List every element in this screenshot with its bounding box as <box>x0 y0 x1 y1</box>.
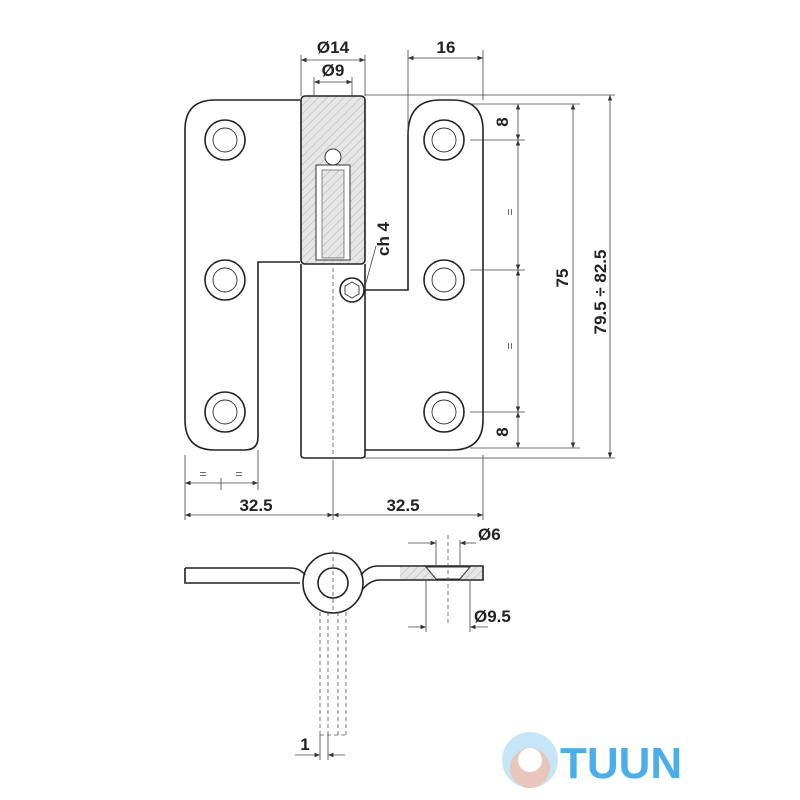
right-leaf <box>365 99 484 451</box>
pin-inner-diameter-label: Ø9 <box>322 61 345 80</box>
brand-logo: TUUN <box>502 732 682 788</box>
hole-spacing-bottom-label: 8 <box>493 427 512 436</box>
equal-mark-left-b: = <box>235 467 242 481</box>
top-view: Ø6 Ø9.5 1 <box>184 525 511 760</box>
leaf-offset-dim <box>407 50 484 135</box>
equal-mark-left-a: = <box>199 467 206 481</box>
hex-socket-icon <box>339 277 365 303</box>
left-leaf <box>184 99 300 451</box>
horizontal-dims <box>184 450 484 520</box>
pin-outer-diameter-label: Ø14 <box>317 38 350 57</box>
key-size-leader <box>363 245 377 291</box>
pin-barrel-section <box>300 95 366 265</box>
pin-diameter-dims <box>300 55 366 96</box>
hole-pitch-label: 75 <box>553 269 572 288</box>
leaf-offset-label: 16 <box>437 38 456 57</box>
pin-projection <box>319 612 347 736</box>
overall-height-label: 79.5 ÷ 82.5 <box>591 250 610 335</box>
right-width-label: 32.5 <box>386 496 419 515</box>
countersink-small-label: Ø6 <box>478 525 501 544</box>
right-leaf-profile <box>360 565 484 591</box>
countersink-large-label: Ø9.5 <box>474 607 511 626</box>
vertical-dims <box>365 94 615 459</box>
equal-mark-lower: = <box>503 342 517 349</box>
left-width-label: 32.5 <box>239 496 272 515</box>
front-view: Ø14 Ø9 16 ch 4 8 = = <box>184 38 615 520</box>
left-leaf-profile <box>184 567 306 584</box>
adjustment-label: 1 <box>300 735 309 754</box>
knuckle-outer <box>302 552 364 614</box>
hole-spacing-top-label: 8 <box>493 117 512 126</box>
pin-barrel <box>300 264 366 459</box>
mounting-holes <box>204 119 465 433</box>
key-size-label: ch 4 <box>374 221 393 256</box>
equal-mark-upper: = <box>503 208 517 215</box>
brand-name: TUUN <box>560 739 682 788</box>
